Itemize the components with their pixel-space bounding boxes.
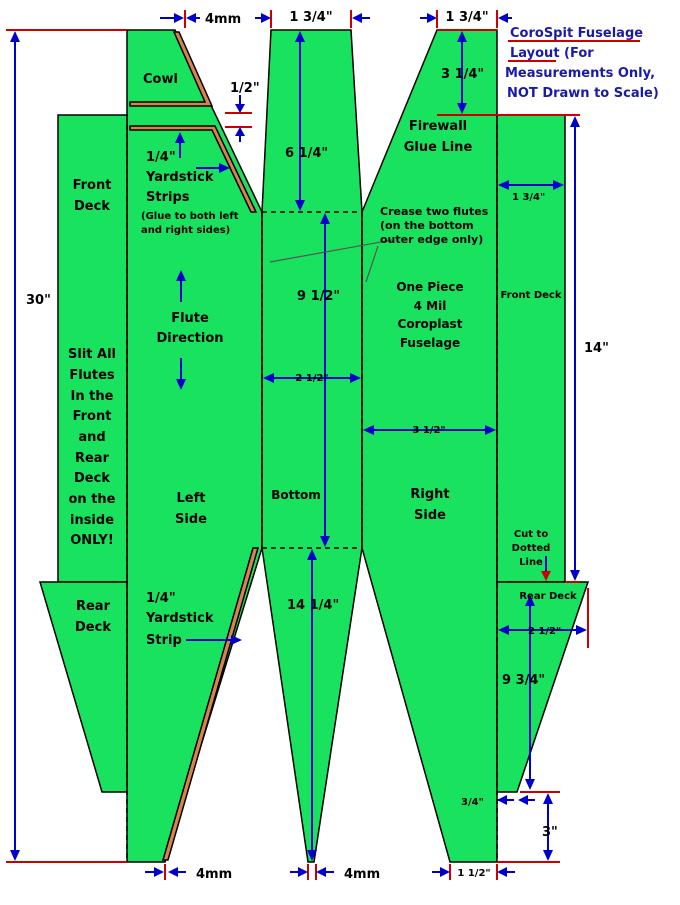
crease-pointer-left: [269, 239, 393, 263]
dim-label-front-deck-length: 14": [584, 341, 609, 356]
label-flute-2: Direction: [156, 331, 223, 346]
label-left-side-1: Left: [177, 491, 206, 506]
dim-label-right-width: 1 3/4": [512, 192, 545, 203]
label-strips-2: Yardstick: [145, 170, 214, 185]
dimension-arrows: [10, 13, 587, 877]
arrow-overall-down: [10, 850, 20, 861]
label-glue-note-2: and right sides): [141, 225, 230, 236]
label-strips-3: Strips: [146, 190, 190, 205]
label-slit-8: on the: [69, 492, 116, 507]
rear-strip: [162, 547, 259, 861]
label-crease-1: Crease two flutes: [380, 205, 489, 218]
dimension-labels: 4mm 1 3/4" 1 3/4" 1/2" 3 1/4" 6 1/4" 1 3…: [26, 10, 609, 882]
dim-label-center-top-length: 6 1/4": [285, 146, 328, 161]
label-slit-10: ONLY!: [70, 533, 114, 548]
crease-pointer-right: [365, 245, 379, 283]
arrow-overall-up: [10, 31, 20, 42]
dim-label-right-top-length: 3 1/4": [441, 67, 484, 82]
label-glue-note-1: (Glue to both left: [141, 211, 239, 222]
label-rear-deck-right: Rear Deck: [519, 591, 577, 602]
label-slit-4: Front: [73, 409, 112, 424]
label-strip-2: Yardstick: [145, 611, 214, 626]
label-crease-2: (on the bottom: [380, 219, 474, 232]
front-strip: [129, 125, 258, 213]
label-front-deck-left-2: Deck: [74, 199, 110, 214]
title-line-3: Measurements Only,: [505, 66, 655, 81]
label-slit-7: Deck: [74, 471, 110, 486]
label-one-piece-4: Fuselage: [400, 336, 460, 350]
dim-label-bottom-center-4mm: 4mm: [344, 867, 380, 882]
panels: [38, 29, 590, 863]
label-flute-1: Flute: [171, 311, 209, 326]
title-line-2: Layout (For: [510, 46, 594, 61]
dim-label-center-bottom-length: 9 1/2": [297, 289, 340, 304]
label-crease-3: outer edge only): [380, 233, 483, 246]
dim-label-top-center: 1 3/4": [289, 10, 332, 25]
dim-label-tail-tip: 3/4": [461, 797, 484, 808]
label-strip-3: Strip: [146, 633, 182, 648]
label-right-side-2: Side: [414, 508, 446, 523]
label-slit-3: In the: [71, 389, 114, 404]
dim-label-overall-length: 30": [26, 293, 51, 308]
label-firewall-2: Glue Line: [404, 140, 473, 155]
label-slit-2: Flutes: [69, 368, 115, 383]
label-slit-6: Rear: [75, 451, 110, 466]
title-line-1: CoroSpit Fuselage: [510, 26, 643, 41]
dim-label-top-right: 1 3/4": [445, 10, 488, 25]
dim-label-bottom-width: 2 1/2": [295, 373, 328, 384]
label-front-deck-left-1: Front: [73, 178, 112, 193]
label-one-piece-2: 4 Mil: [414, 299, 447, 313]
dim-label-rear-deck-length: 9 3/4": [502, 673, 545, 688]
label-right-side-1: Right: [410, 487, 449, 502]
label-slit-9: inside: [70, 513, 114, 528]
dim-label-half-inch: 1/2": [230, 81, 260, 96]
label-rear-deck-left-1: Rear: [76, 599, 111, 614]
dim-label-tail-offset: 3": [542, 825, 558, 840]
label-cut-3: Line: [519, 557, 543, 568]
yardstick-strips: [129, 31, 259, 861]
dim-label-bottom-right: 1 1/2": [457, 868, 490, 879]
label-firewall-1: Firewall: [409, 119, 467, 134]
cowl-strip: [129, 31, 214, 107]
fold-lines: [126, 115, 498, 862]
label-strips-1: 1/4": [146, 150, 176, 165]
label-cowl: Cowl: [143, 72, 178, 87]
label-one-piece-3: Coroplast: [398, 317, 463, 331]
label-cut-2: Dotted: [512, 543, 551, 554]
dim-label-bottom-left-4mm: 4mm: [196, 867, 232, 882]
label-slit-1: Slit All: [68, 347, 116, 362]
label-slit-5: and: [78, 430, 105, 445]
dim-label-right-side-width: 3 1/2": [412, 425, 445, 436]
label-front-deck-right: Front Deck: [500, 290, 561, 301]
label-one-piece-1: One Piece: [396, 280, 463, 294]
title-line-4: NOT Drawn to Scale): [507, 86, 659, 101]
label-rear-deck-left-2: Deck: [75, 620, 111, 635]
dim-label-rear-deck-width: 2 1/2": [528, 626, 561, 637]
diagram-title: CoroSpit Fuselage Layout (For Measuremen…: [505, 26, 659, 101]
label-bottom: Bottom: [271, 488, 321, 502]
panel-labels: Cowl Front Deck 1/4" Yardstick Strips (G…: [68, 72, 577, 648]
label-strip-1: 1/4": [146, 591, 176, 606]
label-left-side-2: Side: [175, 512, 207, 527]
dim-label-center-tail-length: 14 1/4": [287, 598, 339, 613]
dim-label-top-4mm: 4mm: [205, 12, 241, 27]
label-cut-1: Cut to: [514, 529, 549, 540]
